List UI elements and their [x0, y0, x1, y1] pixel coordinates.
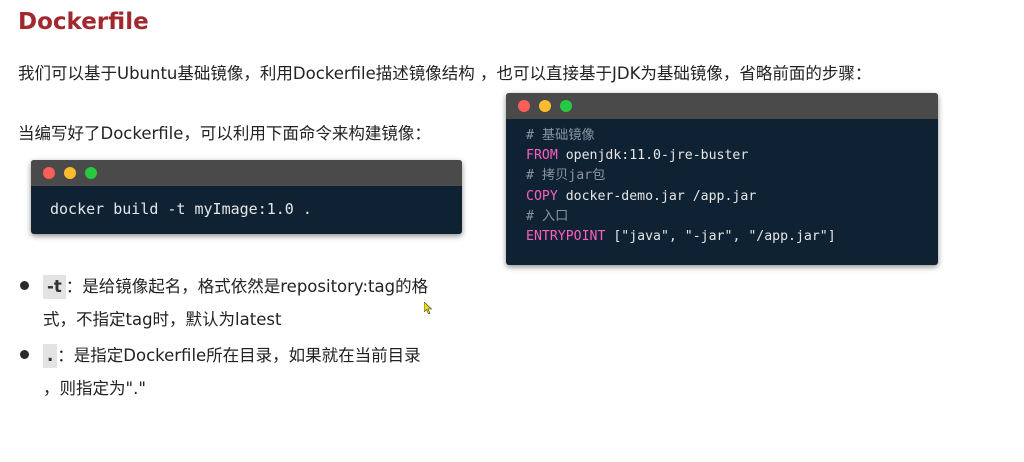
terminal-title-bar — [31, 160, 462, 186]
build-command-terminal: docker build -t myImage:1.0 . — [31, 160, 462, 234]
option-tag: . — [43, 344, 58, 368]
code-comment: # 基础镜像 — [526, 128, 595, 143]
list-item: -t：是给镜像起名，格式依然是repository:tag的格 式，不指定tag… — [18, 270, 488, 336]
code-line: FROM openjdk:11.0-jre-buster — [526, 146, 938, 166]
option-description-cont: 式，不指定tag时，默认为latest — [43, 310, 282, 329]
code-comment: # 入口 — [526, 208, 569, 224]
mouse-cursor-icon — [424, 302, 432, 314]
terminal-title-bar — [506, 93, 938, 119]
close-dot-icon — [43, 167, 55, 179]
option-list: -t：是给镜像起名，格式依然是repository:tag的格 式，不指定tag… — [18, 270, 488, 405]
dockerfile-code: # 基础镜像 FROM openjdk:11.0-jre-buster # 拷贝… — [506, 119, 938, 247]
option-description: ：是给镜像起名，格式依然是repository:tag的格 — [65, 277, 429, 296]
build-command-code: docker build -t myImage:1.0 . — [50, 200, 312, 218]
intro-text: 我们可以基于Ubuntu基础镜像，利用Dockerfile描述镜像结构 ，也可以… — [18, 64, 872, 83]
code-keyword: COPY — [526, 188, 558, 204]
code-keyword: FROM — [526, 148, 558, 164]
bullet-icon — [20, 281, 29, 290]
lead-text: 当编写好了Dockerfile，可以利用下面命令来构建镜像： — [18, 124, 431, 143]
minimize-dot-icon — [539, 100, 551, 112]
code-text: docker-demo.jar /app.jar — [557, 188, 757, 204]
code-comment: # 拷贝jar包 — [526, 168, 606, 184]
code-text: ["java", "-jar", "/app.jar"] — [605, 229, 836, 245]
bullet-icon — [20, 350, 29, 359]
maximize-dot-icon — [85, 167, 97, 179]
code-keyword: ENTRYPOINT — [526, 229, 606, 245]
code-line: COPY docker-demo.jar /app.jar — [526, 187, 938, 207]
option-description: ：是指定Dockerfile所在目录，如果就在当前目录 — [57, 346, 421, 365]
close-dot-icon — [518, 100, 530, 112]
option-description-cont: ，则指定为"." — [43, 379, 146, 398]
page-title: Dockerfile — [18, 9, 149, 35]
option-tag: -t — [43, 275, 66, 299]
code-line: ENTRYPOINT ["java", "-jar", "/app.jar"] — [526, 227, 938, 247]
dockerfile-terminal: # 基础镜像 FROM openjdk:11.0-jre-buster # 拷贝… — [506, 93, 938, 265]
list-item: .：是指定Dockerfile所在目录，如果就在当前目录 ，则指定为"." — [18, 339, 488, 405]
minimize-dot-icon — [64, 167, 76, 179]
code-text: openjdk:11.0-jre-buster — [557, 148, 749, 164]
maximize-dot-icon — [560, 100, 572, 112]
